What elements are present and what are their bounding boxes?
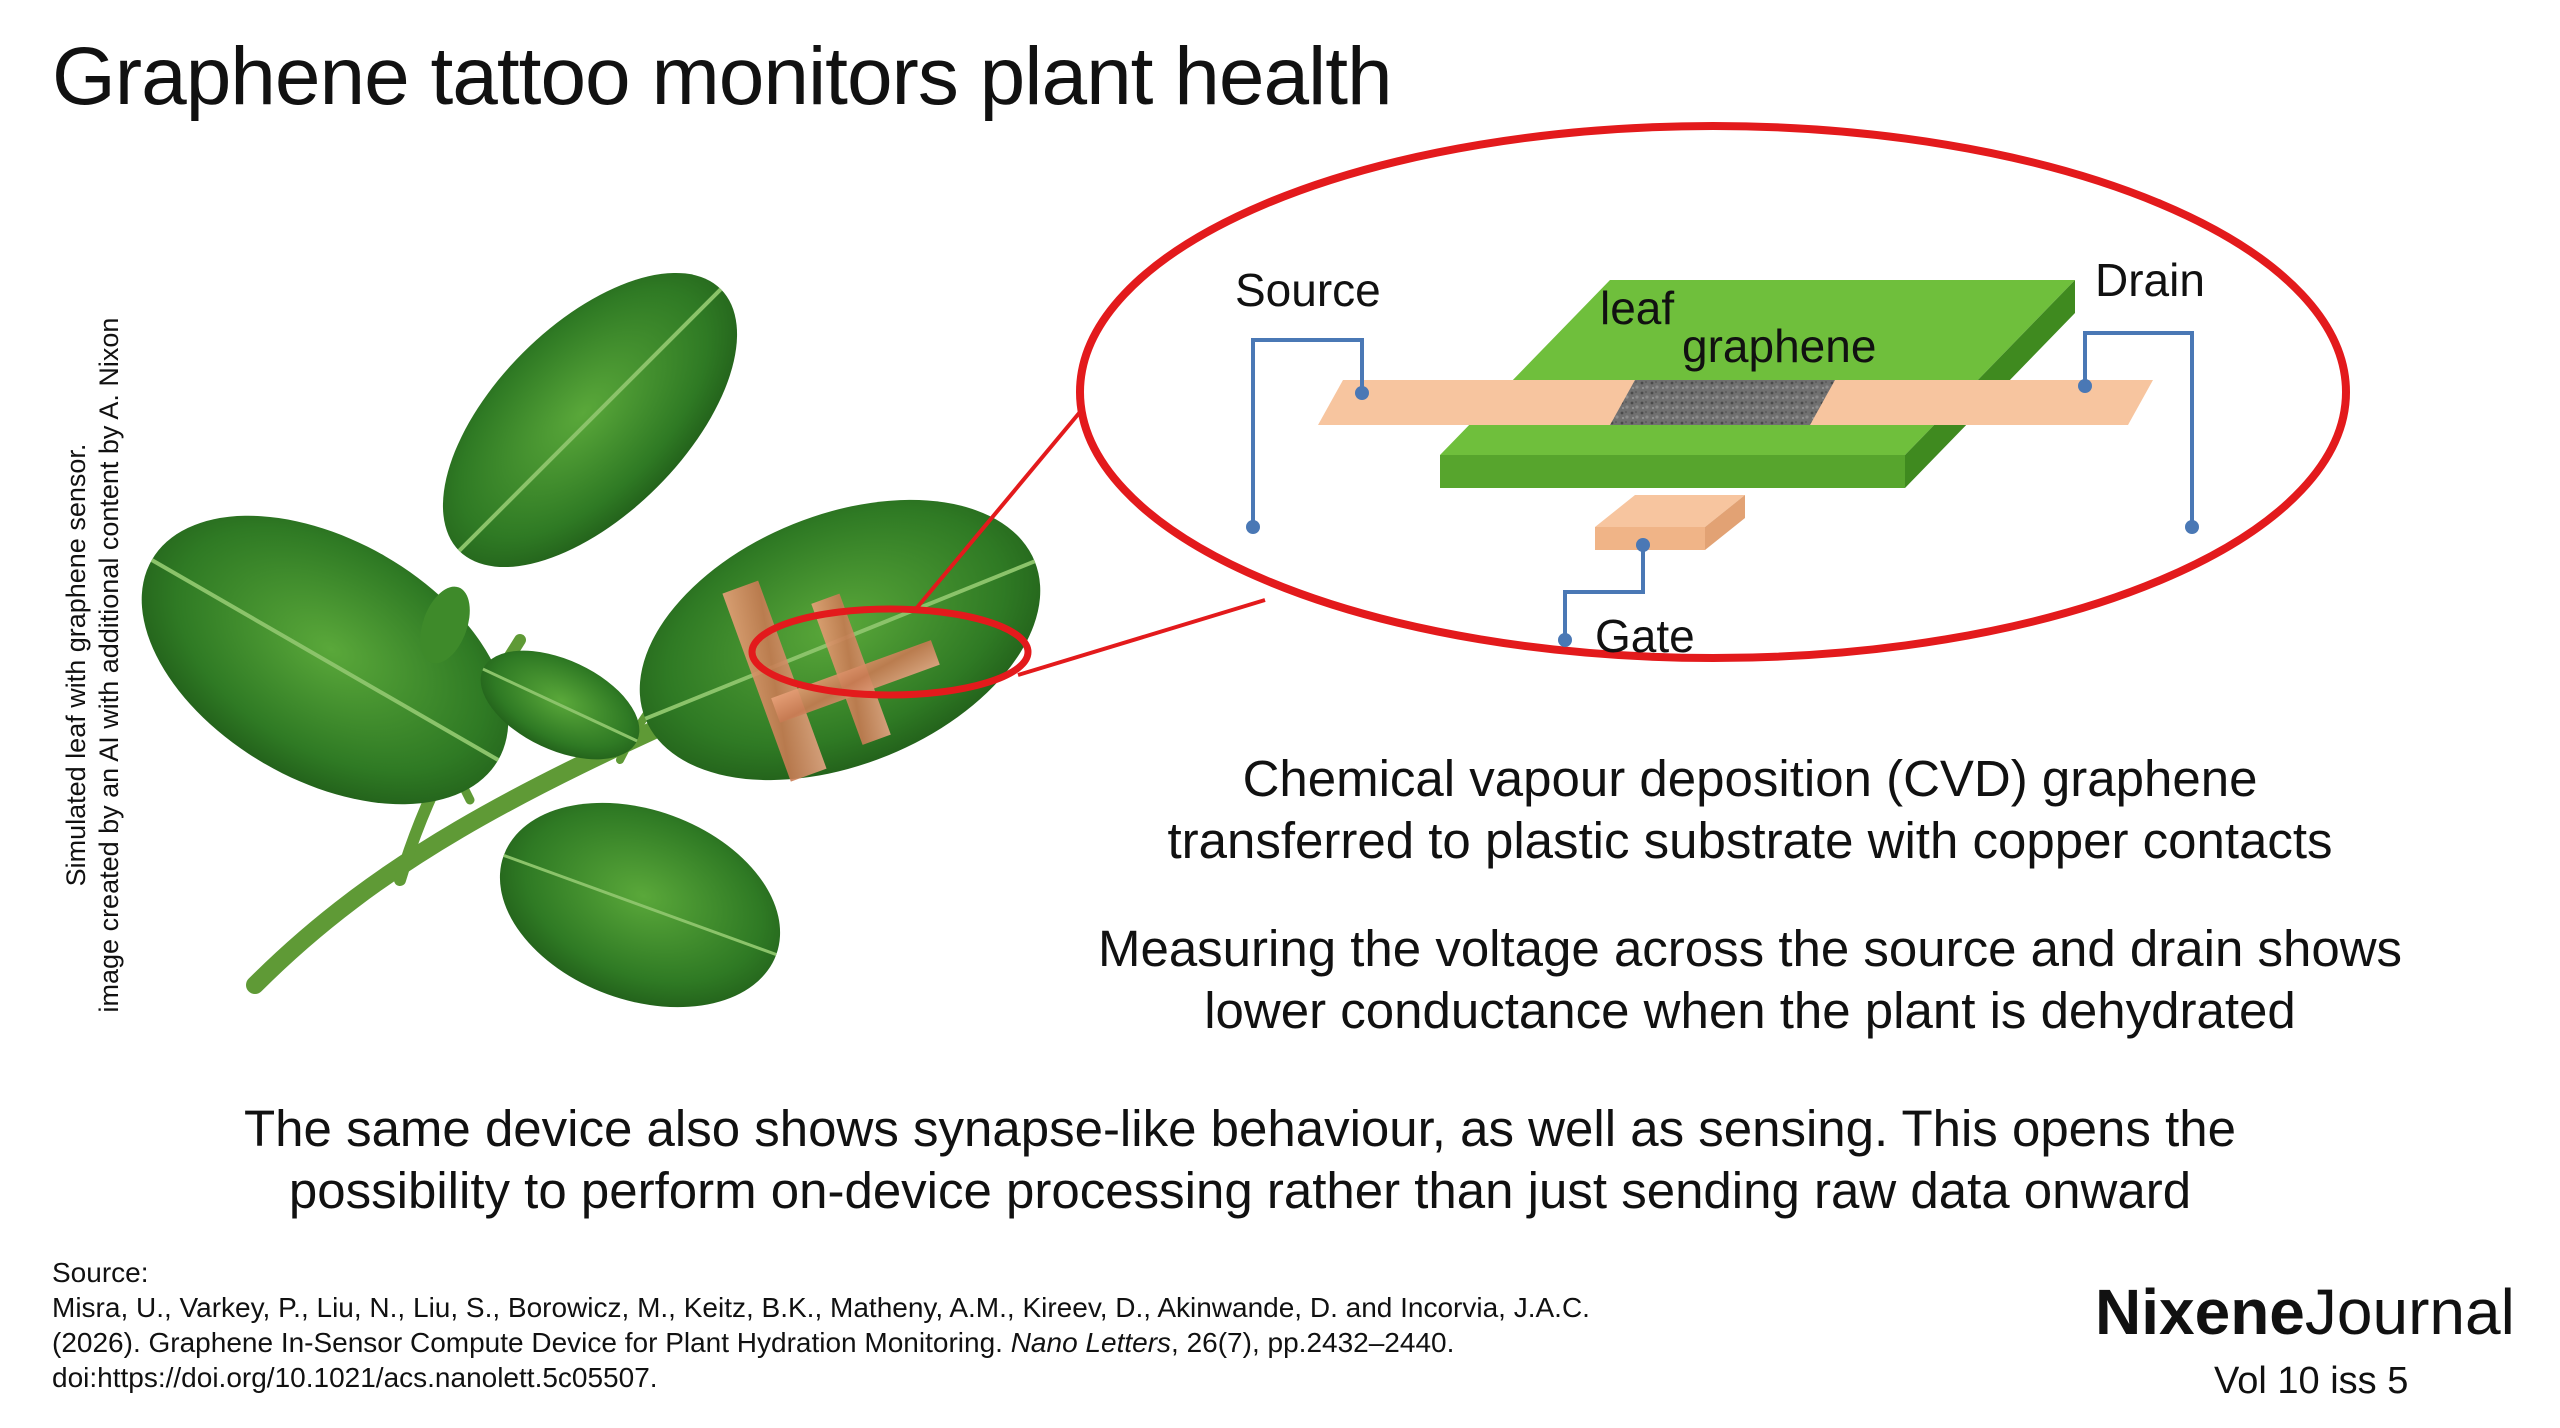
zoom-line-top	[913, 398, 1092, 612]
citation-doi: doi:https://doi.org/10.1021/acs.nanolett…	[52, 1362, 658, 1393]
cvd-line-2: transferred to plastic substrate with co…	[1167, 812, 2333, 869]
citation-label: Source:	[52, 1257, 149, 1288]
page-title: Graphene tattoo monitors plant health	[52, 31, 1393, 122]
leaf-top	[442, 272, 738, 568]
gate-contact	[1595, 495, 1745, 527]
leaf-highlight-ellipse	[748, 605, 1032, 699]
source-contact	[1318, 380, 1665, 425]
measure-line-1: Measuring the voltage across the source …	[1097, 920, 2403, 977]
leaf-substrate-front	[1440, 455, 1905, 488]
label-graphene: graphene	[1682, 320, 1876, 372]
label-leaf: leaf	[1600, 282, 1674, 334]
synapse-line-2: possibility to perform on-device process…	[288, 1162, 2192, 1219]
leaf-small-mid	[480, 650, 640, 760]
leaf-bottom	[499, 802, 781, 1008]
label-gate: Gate	[1595, 610, 1695, 662]
cvd-line-1: Chemical vapour deposition (CVD) graphen…	[1242, 750, 2258, 807]
citation-title: (2026). Graphene In-Sensor Compute Devic…	[52, 1327, 1011, 1358]
citation-block: Source: Misra, U., Varkey, P., Liu, N., …	[52, 1255, 1590, 1395]
drain-contact	[1810, 380, 2153, 425]
label-drain: Drain	[2095, 254, 2205, 306]
label-source: Source	[1235, 264, 1381, 316]
leaf-left	[141, 515, 509, 805]
gate-wire	[1563, 545, 1645, 640]
citation-volume: , 26(7), pp.2432–2440.	[1171, 1327, 1455, 1358]
brand-logo: NixeneJournal	[2095, 1275, 2515, 1349]
plant-illustration	[141, 272, 1041, 1008]
brand-regular: Journal	[2304, 1276, 2515, 1348]
graphene-channel	[1610, 380, 1840, 425]
cvd-description: Chemical vapour deposition (CVD) graphen…	[1040, 748, 2460, 872]
measurement-description: Measuring the voltage across the source …	[1000, 918, 2500, 1042]
synapse-line-1: The same device also shows synapse-like …	[244, 1100, 2236, 1157]
citation-authors: Misra, U., Varkey, P., Liu, N., Liu, S.,…	[52, 1292, 1590, 1323]
brand-bold: Nixene	[2095, 1276, 2305, 1348]
transistor-diagram: Source Drain Gate leaf graphene	[1235, 254, 2205, 662]
copper-tattoo-contacts	[722, 580, 940, 782]
leaf-small-bud	[420, 586, 470, 664]
measure-line-2: lower conductance when the plant is dehy…	[1204, 982, 2296, 1039]
zoom-line-bottom	[1017, 598, 1266, 677]
synapse-description: The same device also shows synapse-like …	[180, 1098, 2300, 1222]
citation-title-line: (2026). Graphene In-Sensor Compute Devic…	[52, 1325, 1590, 1360]
source-wire	[1251, 338, 1364, 527]
issue-label: Vol 10 iss 5	[2214, 1360, 2409, 1402]
citation-journal: Nano Letters	[1010, 1327, 1172, 1358]
drain-wire	[2083, 331, 2194, 527]
